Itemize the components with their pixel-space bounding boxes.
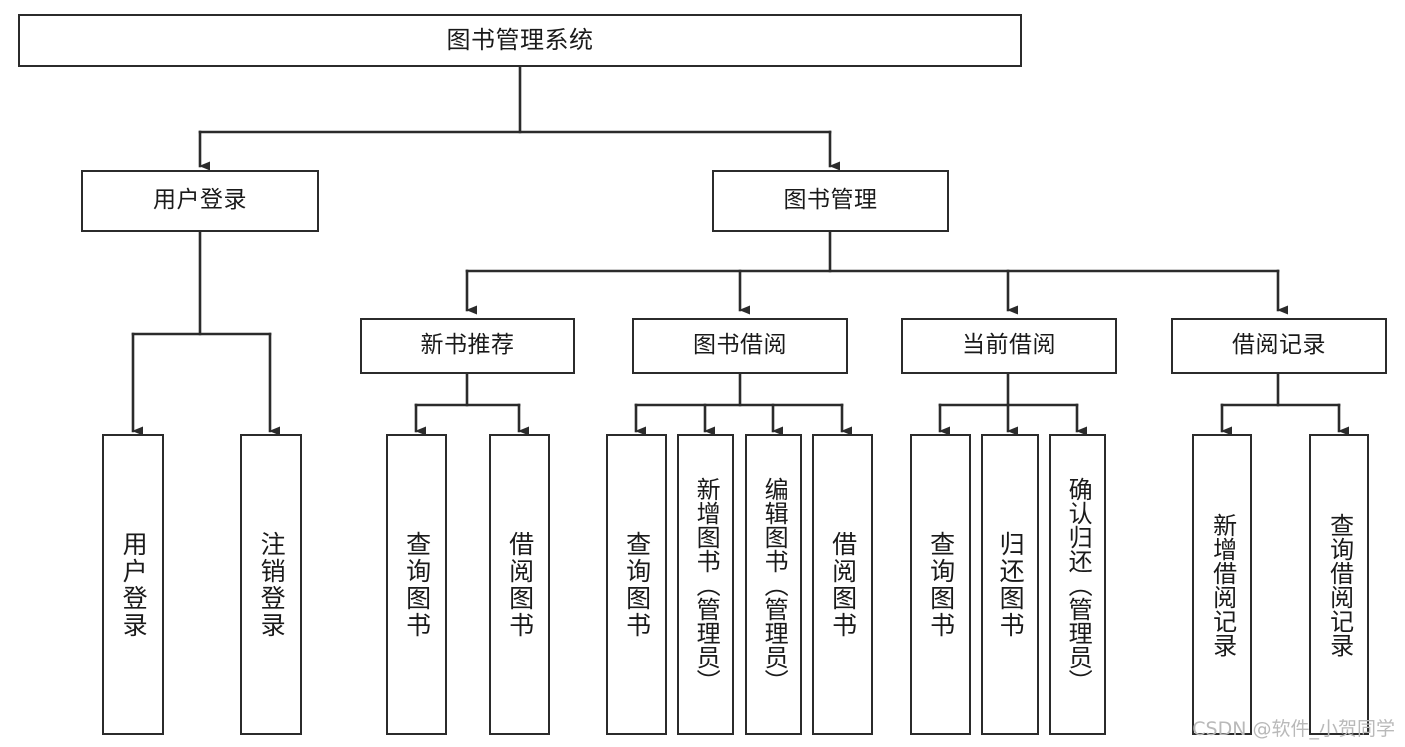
node-user-login[interactable]: 用户登录 (81, 170, 319, 232)
node-book-borrow[interactable]: 图书借阅 (632, 318, 848, 374)
leaf-user-logout-label: 注销登录 (257, 530, 287, 639)
leaf-borrow-book-1-label: 借阅图书 (505, 530, 535, 639)
leaf-user-login[interactable]: 用户登录 (102, 434, 164, 735)
leaf-query-book-2[interactable]: 查询图书 (606, 434, 667, 735)
leaf-edit-book[interactable]: 编辑图书（管理员） (745, 434, 802, 735)
node-borrow-record-label: 借阅记录 (1232, 332, 1326, 359)
node-root-label: 图书管理系统 (446, 26, 594, 55)
node-new-book-rec-label: 新书推荐 (420, 332, 515, 359)
leaf-add-record[interactable]: 新增借阅记录 (1192, 434, 1252, 735)
leaf-query-book-1-label: 查询图书 (402, 530, 432, 639)
node-book-manage[interactable]: 图书管理 (712, 170, 949, 232)
leaf-borrow-book-1[interactable]: 借阅图书 (489, 434, 550, 735)
node-book-manage-label: 图书管理 (783, 187, 878, 214)
node-root[interactable]: 图书管理系统 (18, 14, 1022, 67)
csdn-watermark: CSDN @软件_小贺同学 (1192, 718, 1395, 740)
node-borrow-record[interactable]: 借阅记录 (1171, 318, 1387, 374)
node-book-borrow-label: 图书借阅 (693, 332, 787, 359)
leaf-return-book-label: 归还图书 (996, 530, 1026, 639)
leaf-confirm-return[interactable]: 确认归还（管理员） (1049, 434, 1106, 735)
leaf-user-logout[interactable]: 注销登录 (240, 434, 302, 735)
node-user-login-label: 用户登录 (153, 187, 247, 214)
leaf-edit-book-label: 编辑图书（管理员） (760, 476, 789, 693)
leaf-query-book-3-label: 查询图书 (926, 530, 956, 639)
leaf-query-record-label: 查询借阅记录 (1325, 512, 1354, 657)
leaf-return-book[interactable]: 归还图书 (981, 434, 1039, 735)
node-current-borrow[interactable]: 当前借阅 (901, 318, 1117, 374)
leaf-borrow-book-2-label: 借阅图书 (828, 530, 858, 639)
node-new-book-rec[interactable]: 新书推荐 (360, 318, 575, 374)
leaf-add-record-label: 新增借阅记录 (1208, 512, 1237, 657)
leaf-query-book-2-label: 查询图书 (622, 530, 652, 639)
leaf-query-book-3[interactable]: 查询图书 (910, 434, 971, 735)
leaf-user-login-label: 用户登录 (119, 530, 149, 639)
leaf-borrow-book-2[interactable]: 借阅图书 (812, 434, 873, 735)
leaf-confirm-return-label: 确认归还（管理员） (1064, 476, 1093, 693)
leaf-add-book-label: 新增图书（管理员） (692, 476, 721, 693)
leaf-add-book[interactable]: 新增图书（管理员） (677, 434, 734, 735)
leaf-query-record[interactable]: 查询借阅记录 (1309, 434, 1369, 735)
leaf-query-book-1[interactable]: 查询图书 (386, 434, 447, 735)
node-current-borrow-label: 当前借阅 (962, 332, 1056, 359)
